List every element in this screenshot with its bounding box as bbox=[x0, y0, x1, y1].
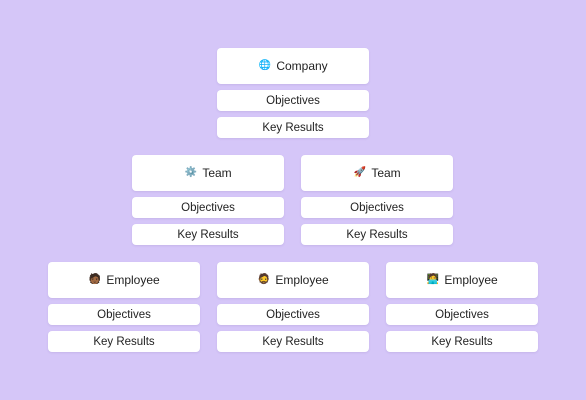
gear-icon: ⚙️ bbox=[184, 167, 198, 178]
employee-card-2: 🧔 Employee bbox=[217, 262, 369, 298]
employee-2-key-results: Key Results bbox=[217, 331, 369, 352]
employee-3-key-results: Key Results bbox=[386, 331, 538, 352]
team-2-objectives: Objectives bbox=[301, 197, 453, 218]
team-card-1: ⚙️ Team bbox=[132, 155, 284, 191]
team-card-2: 🚀 Team bbox=[301, 155, 453, 191]
team-title: Team bbox=[371, 166, 401, 180]
employee-card-1: 🧑🏾 Employee bbox=[48, 262, 200, 298]
employee-card-3: 🧑‍💻 Employee bbox=[386, 262, 538, 298]
company-title: Company bbox=[276, 59, 328, 73]
employee-title: Employee bbox=[106, 273, 160, 287]
employee-1-objectives: Objectives bbox=[48, 304, 200, 325]
employee-3-objectives: Objectives bbox=[386, 304, 538, 325]
team-2-key-results: Key Results bbox=[301, 224, 453, 245]
employee-1-key-results: Key Results bbox=[48, 331, 200, 352]
rocket-icon: 🚀 bbox=[353, 167, 367, 178]
employee-title: Employee bbox=[275, 273, 329, 287]
team-1-key-results: Key Results bbox=[132, 224, 284, 245]
person-face-icon: 🧑🏾 bbox=[88, 274, 102, 285]
company-objectives: Objectives bbox=[217, 90, 369, 111]
employee-2-objectives: Objectives bbox=[217, 304, 369, 325]
company-card: 🌐 Company bbox=[217, 48, 369, 84]
employee-title: Employee bbox=[444, 273, 498, 287]
team-1-objectives: Objectives bbox=[132, 197, 284, 218]
company-key-results: Key Results bbox=[217, 117, 369, 138]
team-title: Team bbox=[202, 166, 232, 180]
globe-icon: 🌐 bbox=[258, 60, 272, 71]
person-at-laptop-icon: 🧑‍💻 bbox=[426, 274, 440, 285]
bearded-face-icon: 🧔 bbox=[257, 274, 271, 285]
